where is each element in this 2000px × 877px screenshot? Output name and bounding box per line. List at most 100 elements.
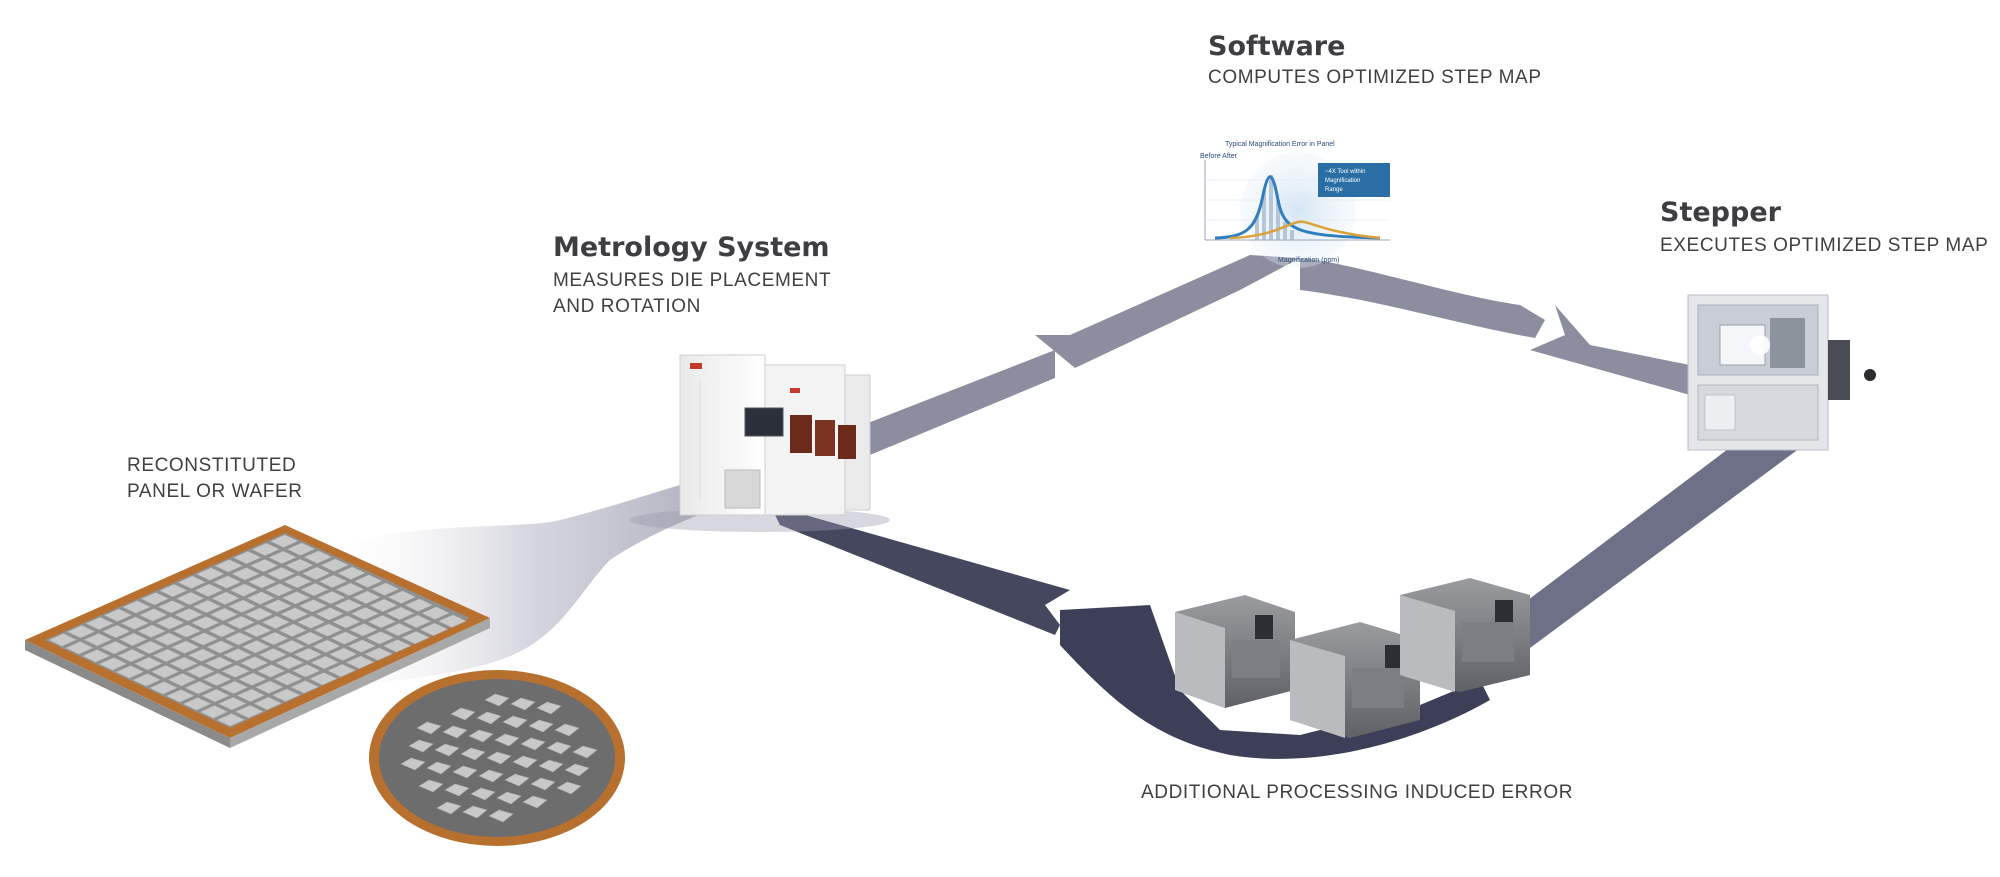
panel-die [281, 590, 311, 605]
panel-die [437, 614, 468, 628]
panel-die [118, 632, 149, 647]
panel-die [237, 672, 268, 687]
panel-die [167, 672, 197, 687]
wafer-die [450, 707, 476, 721]
panel-die [83, 632, 113, 647]
panel-die [368, 598, 399, 613]
inset-chart-callout-line2: Magnification [1325, 178, 1360, 184]
wafer-die [538, 759, 564, 773]
wafer-die [444, 783, 470, 797]
software-title: Software [1208, 31, 1345, 62]
panel-die [363, 647, 394, 661]
panel-die [382, 638, 412, 653]
wafer-die [512, 755, 538, 769]
panel-die [262, 599, 293, 613]
panel-die [309, 655, 340, 670]
panel-die [120, 616, 150, 631]
panel-die [177, 575, 207, 590]
wafer-die [484, 693, 510, 707]
panel-die [273, 672, 303, 686]
processing-machine-1 [1175, 595, 1295, 708]
panel-die [353, 574, 384, 588]
panel-die [187, 648, 217, 663]
panel-die [199, 705, 229, 719]
panel-die [133, 656, 164, 671]
panel-die [250, 542, 281, 557]
panel-die [150, 664, 181, 679]
panel-die [383, 622, 414, 637]
wafer-die [434, 743, 460, 757]
wafer-die [468, 729, 494, 743]
stepper-subtitle: EXECUTES OPTIMIZED STEP MAP [1660, 235, 1988, 256]
wafer-die [426, 761, 452, 775]
panel-die [155, 616, 185, 630]
wafer-die [460, 747, 486, 761]
panel-die [168, 656, 199, 671]
panel-die [289, 680, 320, 694]
panel-die [336, 566, 367, 580]
panel-die [302, 550, 333, 564]
panel-die [242, 623, 273, 638]
wafer-die [488, 809, 514, 823]
panel-die [400, 630, 431, 645]
panel-die [249, 558, 279, 573]
panel-die [319, 558, 350, 572]
panel-die [311, 639, 342, 654]
panel-die [326, 663, 357, 678]
inset-chart-xlabel: Magnification (ppm) [1278, 257, 1339, 264]
panel-die [210, 591, 241, 606]
panel-die [318, 574, 348, 589]
panel-die [271, 688, 302, 703]
inset-chart: Typical Magnification Error in Panel Bef… [1195, 135, 1395, 268]
panel-die [403, 598, 434, 612]
panel-die [99, 640, 130, 655]
panel-die [247, 574, 278, 589]
wafer-die [520, 737, 546, 751]
wafer-die [510, 697, 536, 711]
panel-die [131, 673, 162, 687]
inset-chart-legend: Before After [1200, 153, 1238, 160]
panel-die [334, 582, 365, 597]
panel-die [213, 558, 244, 573]
panel-die [259, 631, 290, 646]
wafer-die [572, 745, 598, 759]
wafer-die [496, 791, 522, 805]
panel-die [66, 624, 96, 639]
panel-die [282, 574, 313, 589]
panel-die [138, 608, 169, 622]
panel-die [328, 647, 359, 662]
panel-die [153, 632, 184, 647]
software-subtitle: COMPUTES OPTIMIZED STEP MAP [1208, 67, 1542, 88]
wafer-die [536, 701, 562, 715]
reconstituted-panel [25, 525, 490, 748]
wafer-die [502, 715, 528, 729]
processing-label: ADDITIONAL PROCESSING INDUCED ERROR [1141, 782, 1573, 803]
panel-die [419, 622, 449, 637]
panel-die [152, 648, 182, 663]
panel-die [207, 623, 238, 638]
inset-chart-callout-line3: Range [1325, 187, 1343, 193]
panel-die [215, 713, 246, 727]
panel-die [291, 663, 322, 678]
panel-die [370, 582, 400, 596]
panel-die [299, 582, 330, 597]
panel-die [222, 648, 253, 662]
panel-die [135, 640, 165, 655]
flow-band-processing-to-metrology-a [770, 505, 1070, 635]
panel-die [81, 649, 112, 663]
inset-chart-curve-before [1214, 175, 1381, 240]
panel-die [170, 640, 201, 655]
panel-die [190, 615, 221, 630]
panel-die [227, 599, 258, 614]
panel-die [314, 606, 345, 621]
metrology-subtitle-line2: AND ROTATION [553, 296, 701, 317]
panel-die [256, 664, 286, 678]
panel-die [192, 599, 222, 614]
stepper-title: Stepper [1660, 197, 1782, 228]
panel-die [182, 697, 213, 711]
stepper-machine [1687, 294, 1876, 451]
panel-node: RECONSTITUTED PANEL OR WAFER [25, 455, 625, 846]
panel-die [202, 672, 233, 687]
panel-die [402, 614, 432, 629]
